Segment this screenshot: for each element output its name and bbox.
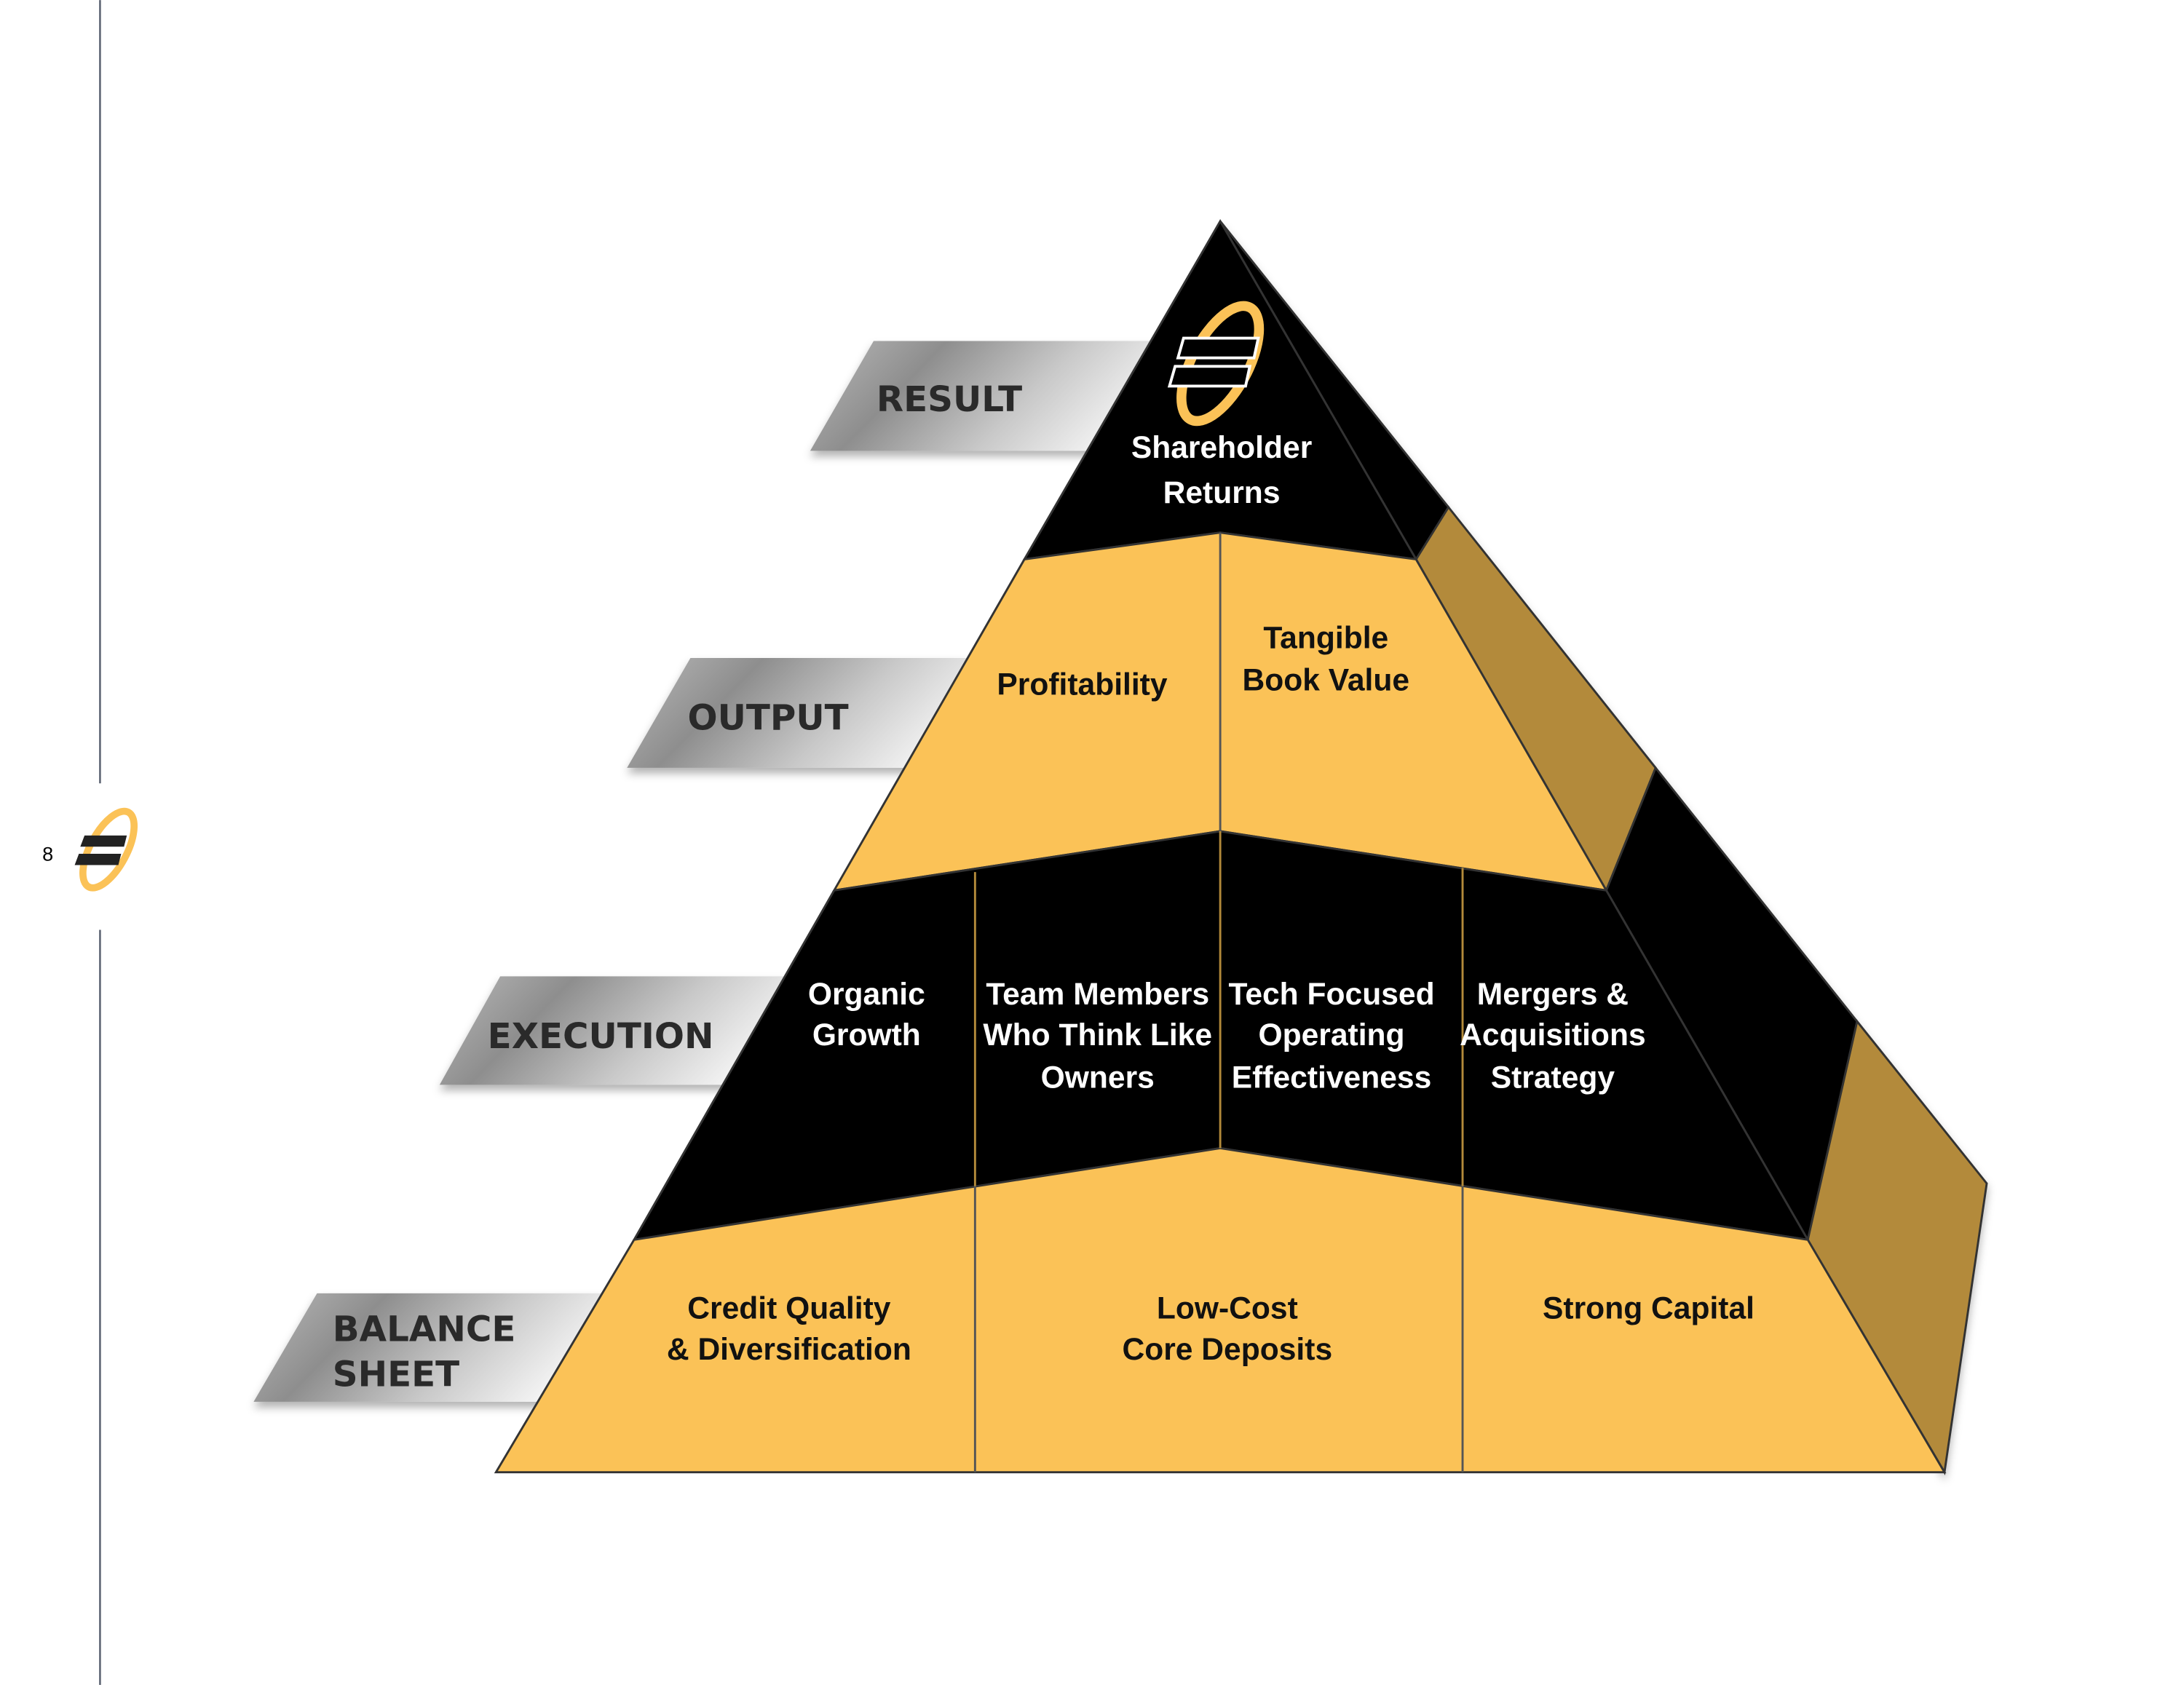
ribbon-output-label: OUTPUT [688,698,849,739]
cell-profitability: Profitability [997,667,1168,702]
cell-mergers-1: Mergers & [1477,977,1629,1012]
cell-mergers-3: Strategy [1491,1060,1615,1095]
cell-tech-focused-2: Operating [1258,1018,1404,1052]
ribbon-result-label: RESULT [877,379,1022,420]
cell-core-deposits-2: Core Deposits [1122,1332,1332,1367]
pyramid-front-face [494,219,1947,1474]
cell-team-members-1: Team Members [986,977,1209,1012]
cell-tech-focused-1: Tech Focused [1228,977,1434,1012]
cell-mergers-2: Acquisitions [1460,1018,1645,1052]
ribbon-output: OUTPUT [627,657,986,768]
ribbon-balance-label-1: BALANCE [333,1309,516,1350]
ribbon-execution: EXECUTION [439,976,796,1085]
cell-strong-capital: Strong Capital [1543,1291,1754,1326]
cell-tangible-book-value-2: Book Value [1243,662,1410,697]
apex-logo-icon [1167,301,1265,427]
cell-team-members-2: Who Think Like [983,1018,1212,1052]
cell-organic-growth-2: Growth [812,1018,921,1052]
cell-credit-quality-1: Credit Quality [687,1291,890,1326]
cell-core-deposits-1: Low-Cost [1157,1291,1298,1326]
cell-tangible-book-value-1: Tangible [1263,620,1388,655]
cell-team-members-3: Owners [1041,1060,1155,1095]
company-logo-icon [74,807,138,892]
ribbon-execution-label: EXECUTION [488,1016,714,1057]
pyramid-side-face [1219,221,1988,1475]
ribbon-balance-sheet: BALANCE SHEET [253,1293,606,1402]
ribbon-balance-label-2: SHEET [333,1355,459,1395]
cell-shareholder-returns-2: Returns [1163,475,1281,510]
cell-shareholder-returns-1: Shareholder [1131,430,1312,465]
cell-tech-focused-3: Effectiveness [1232,1060,1432,1095]
page-number: 8 [42,843,53,865]
cell-organic-growth-1: Organic [808,977,925,1012]
ribbon-result: RESULT [810,341,1170,451]
cell-credit-quality-2: & Diversification [667,1332,911,1367]
tier-balance-sheet [494,1147,1947,1474]
